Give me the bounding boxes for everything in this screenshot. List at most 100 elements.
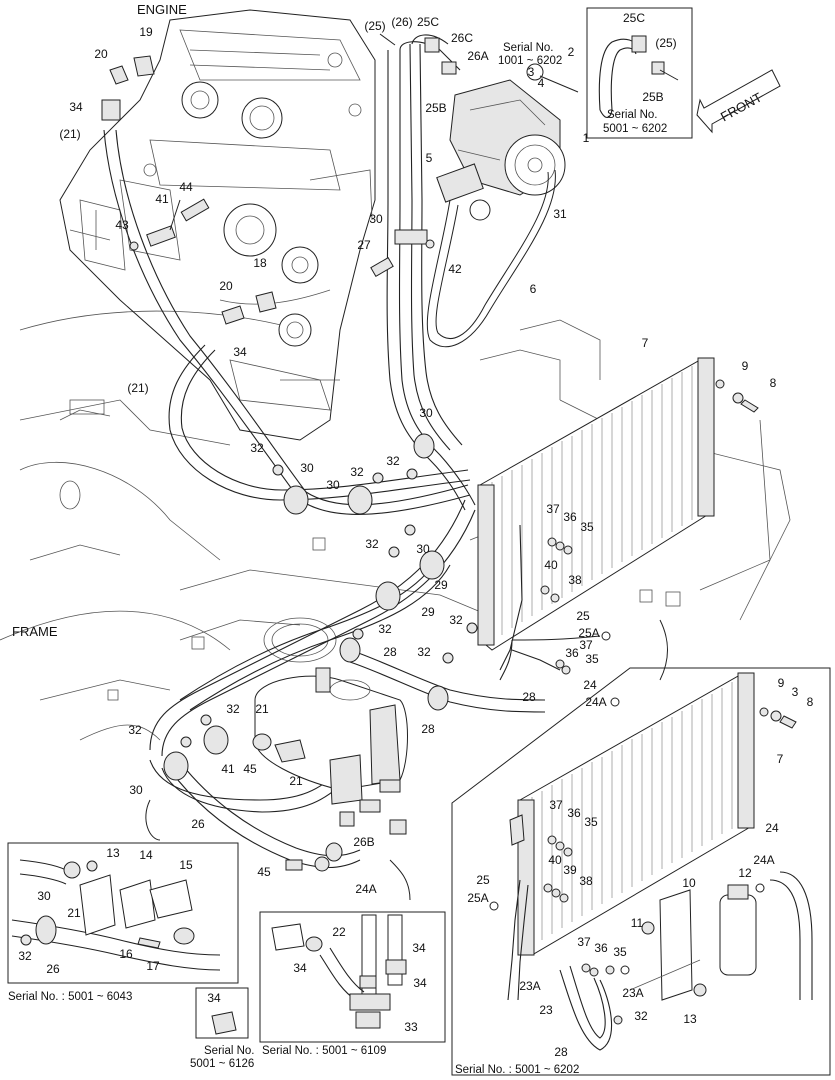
inset-bottom-left <box>7 842 239 984</box>
inset-top-right <box>586 7 693 139</box>
callout-label: 36 <box>567 806 581 820</box>
serial-top-middle-line2: 1001 ~ 6202 <box>498 55 562 67</box>
serial-inset-middle: Serial No. : 5001 ~ 6109 <box>262 1045 386 1057</box>
frame-title: FRAME <box>12 624 58 639</box>
callout-label: 37 <box>577 935 591 949</box>
callout-label: 19 <box>139 25 153 39</box>
serial-inset-left: Serial No. : 5001 ~ 6043 <box>8 991 132 1003</box>
callout-label: 18 <box>253 256 267 270</box>
callout-label: 32 <box>634 1009 648 1023</box>
compressor-assembly <box>426 79 566 348</box>
callout-label: 30 <box>37 889 51 903</box>
callout-label: 40 <box>544 558 558 572</box>
callout-label: 2 <box>568 45 575 59</box>
callout-label: 11 <box>631 916 644 930</box>
callout-label: 25B <box>425 101 446 115</box>
callout-label: 25 <box>476 873 490 887</box>
callout-label: 34 <box>413 976 427 990</box>
callout-label: 34 <box>207 991 221 1005</box>
circled-3-marker <box>526 63 544 81</box>
callout-label: 26C <box>451 31 473 45</box>
serial-top-box-line2: 5001 ~ 6202 <box>603 123 667 135</box>
callout-label: 3 <box>528 65 535 79</box>
callout-label: 30 <box>369 212 383 226</box>
callout-label: 5 <box>426 151 433 165</box>
callout-label: 4 <box>538 76 545 90</box>
callout-label: 42 <box>448 262 462 276</box>
serial-top-middle-line1: Serial No. <box>503 42 554 54</box>
callout-label: 35 <box>613 945 627 959</box>
callout-label: 35 <box>580 520 594 534</box>
callout-label: 32 <box>449 613 463 627</box>
serial-inset-small-line2: 5001 ~ 6126 <box>190 1058 254 1070</box>
callout-label: 37 <box>549 798 563 812</box>
callout-label: 24A <box>753 853 774 867</box>
callout-label: 21 <box>255 702 269 716</box>
serial-inset-small-line1: Serial No. <box>204 1045 255 1057</box>
callout-label: 45 <box>243 762 257 776</box>
callout-label: 43 <box>115 218 129 232</box>
callout-label: (25) <box>364 19 385 33</box>
serial-inset-right: Serial No. : 5001 ~ 6202 <box>455 1064 579 1076</box>
callout-label: 30 <box>416 542 430 556</box>
callout-label: 34 <box>233 345 247 359</box>
callout-label: 30 <box>129 783 143 797</box>
callout-label: 34 <box>412 941 426 955</box>
callout-label: 36 <box>594 941 608 955</box>
callout-label: 35 <box>584 815 598 829</box>
frame-outline <box>0 310 791 741</box>
callout-label: 6 <box>530 282 537 296</box>
callout-label: 13 <box>683 1012 697 1026</box>
callout-label: 25 <box>576 609 590 623</box>
callout-label: 24A <box>585 695 606 709</box>
callout-label: 10 <box>682 876 696 890</box>
callout-label: 32 <box>386 454 400 468</box>
callout-label: 26B <box>353 835 374 849</box>
callout-label: 8 <box>807 695 814 709</box>
callout-label: 7 <box>642 336 649 350</box>
callout-label: 22 <box>332 925 346 939</box>
callout-label: 28 <box>554 1045 568 1059</box>
callout-label: 37 <box>579 638 593 652</box>
callout-label: 8 <box>770 376 777 390</box>
heater-unit <box>252 667 408 872</box>
callout-label: 32 <box>417 645 431 659</box>
callout-label: (21) <box>127 381 148 395</box>
inset-bottom-right <box>451 667 831 1076</box>
callout-label: 33 <box>404 1020 418 1034</box>
callout-label: 38 <box>568 573 582 587</box>
callout-label: 32 <box>365 537 379 551</box>
callout-label: 32 <box>350 465 364 479</box>
callout-label: 44 <box>179 180 193 194</box>
callout-label: 32 <box>378 622 392 636</box>
condenser-lower <box>489 672 813 1051</box>
callout-label: 40 <box>548 853 562 867</box>
callout-label: 16 <box>119 947 133 961</box>
callout-label: 7 <box>777 752 784 766</box>
callout-label: 25A <box>578 626 599 640</box>
callout-label: 38 <box>579 874 593 888</box>
callout-label: 28 <box>421 722 435 736</box>
callout-label: 24 <box>765 821 779 835</box>
callout-label: 17 <box>146 959 160 973</box>
callout-label: 39 <box>563 863 577 877</box>
callout-label: 25C <box>623 11 645 25</box>
callout-label: 9 <box>778 676 785 690</box>
inset-small <box>195 987 249 1039</box>
callout-label: (25) <box>655 36 676 50</box>
callout-label: 23A <box>519 979 540 993</box>
front-arrow <box>696 69 781 134</box>
hoses-upper <box>370 33 579 511</box>
callout-label: 20 <box>94 47 108 61</box>
callout-label: 41 <box>155 192 169 206</box>
callout-label: 24A <box>355 882 376 896</box>
callout-label: 3 <box>792 685 799 699</box>
callout-label: 32 <box>18 949 32 963</box>
callout-label: 30 <box>326 478 340 492</box>
callout-label: 21 <box>67 906 81 920</box>
callout-label: 13 <box>106 846 120 860</box>
inset-bottom-middle <box>259 911 446 1043</box>
callout-label: 30 <box>300 461 314 475</box>
